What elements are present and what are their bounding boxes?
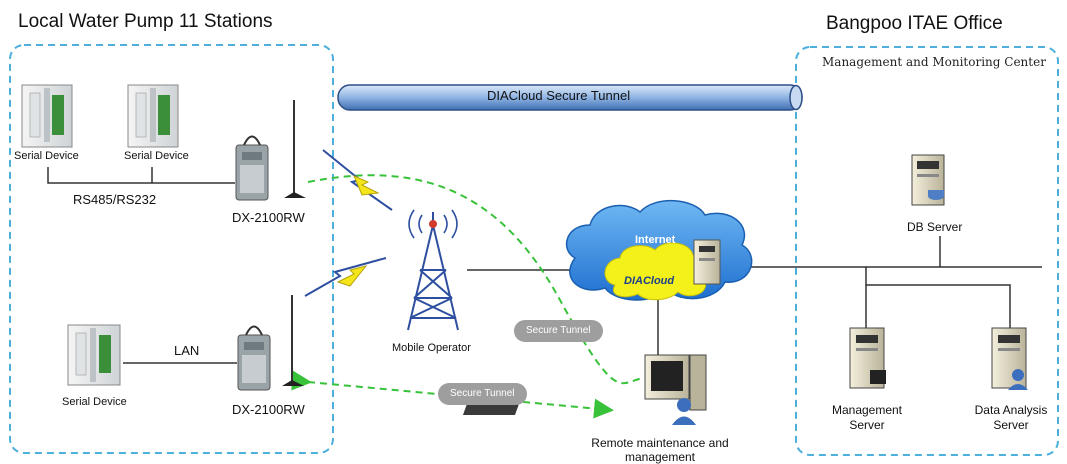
wireless-link-icon: [322, 149, 393, 211]
wired-links: [47, 167, 1042, 364]
management-server-label: Management Server: [831, 403, 903, 432]
serial-device-icon: [127, 84, 179, 148]
serial-device-label: Serial Device: [14, 150, 79, 162]
serial-device-icon: [21, 84, 73, 148]
secure-links: [291, 174, 646, 419]
right-section-subtitle: Management and Monitoring Center: [822, 55, 1046, 69]
secure-tunnel-badge: Secure Tunnel: [438, 383, 527, 405]
right-section-title: Bangpoo ITAE Office: [826, 13, 1003, 34]
mobile-operator-label: Mobile Operator: [392, 342, 471, 354]
rs-link-label: RS485/RS232: [73, 192, 157, 207]
internet-label: Internet: [635, 234, 676, 246]
serial-device-icon: [67, 324, 121, 386]
router-icon: [235, 100, 306, 201]
remote-maintenance-label: Remote maintenance and management: [591, 436, 729, 464]
office-boundary: [795, 46, 1059, 456]
cell-tower-icon: [407, 209, 459, 331]
secure-tunnel-badge: Secure Tunnel: [514, 320, 603, 342]
workstation-icon: [462, 354, 707, 425]
serial-device-label: Serial Device: [62, 396, 127, 408]
tunnel-label: DIACloud Secure Tunnel: [487, 88, 631, 103]
analysis-server-icon: [991, 327, 1028, 390]
router-icon: [237, 295, 304, 391]
lan-link-label: LAN: [174, 343, 200, 358]
cloud-server-icon: [693, 239, 721, 285]
left-section-title: Local Water Pump 11 Stations: [18, 11, 273, 32]
serial-device-label: Serial Device: [124, 150, 189, 162]
analysis-server-label: Data Analysis Server: [974, 403, 1048, 432]
local-stations-boundary: [9, 44, 334, 454]
secure-tunnel-pipe: [337, 84, 803, 111]
router-label: DX-2100RW: [232, 210, 305, 225]
db-server-icon: [911, 154, 945, 206]
router-label: DX-2100RW: [232, 402, 305, 417]
wireless-link-icon: [304, 257, 387, 297]
management-server-icon: [849, 327, 886, 389]
db-server-label: DB Server: [907, 220, 963, 234]
diacloud-label: DIACloud: [624, 275, 675, 287]
